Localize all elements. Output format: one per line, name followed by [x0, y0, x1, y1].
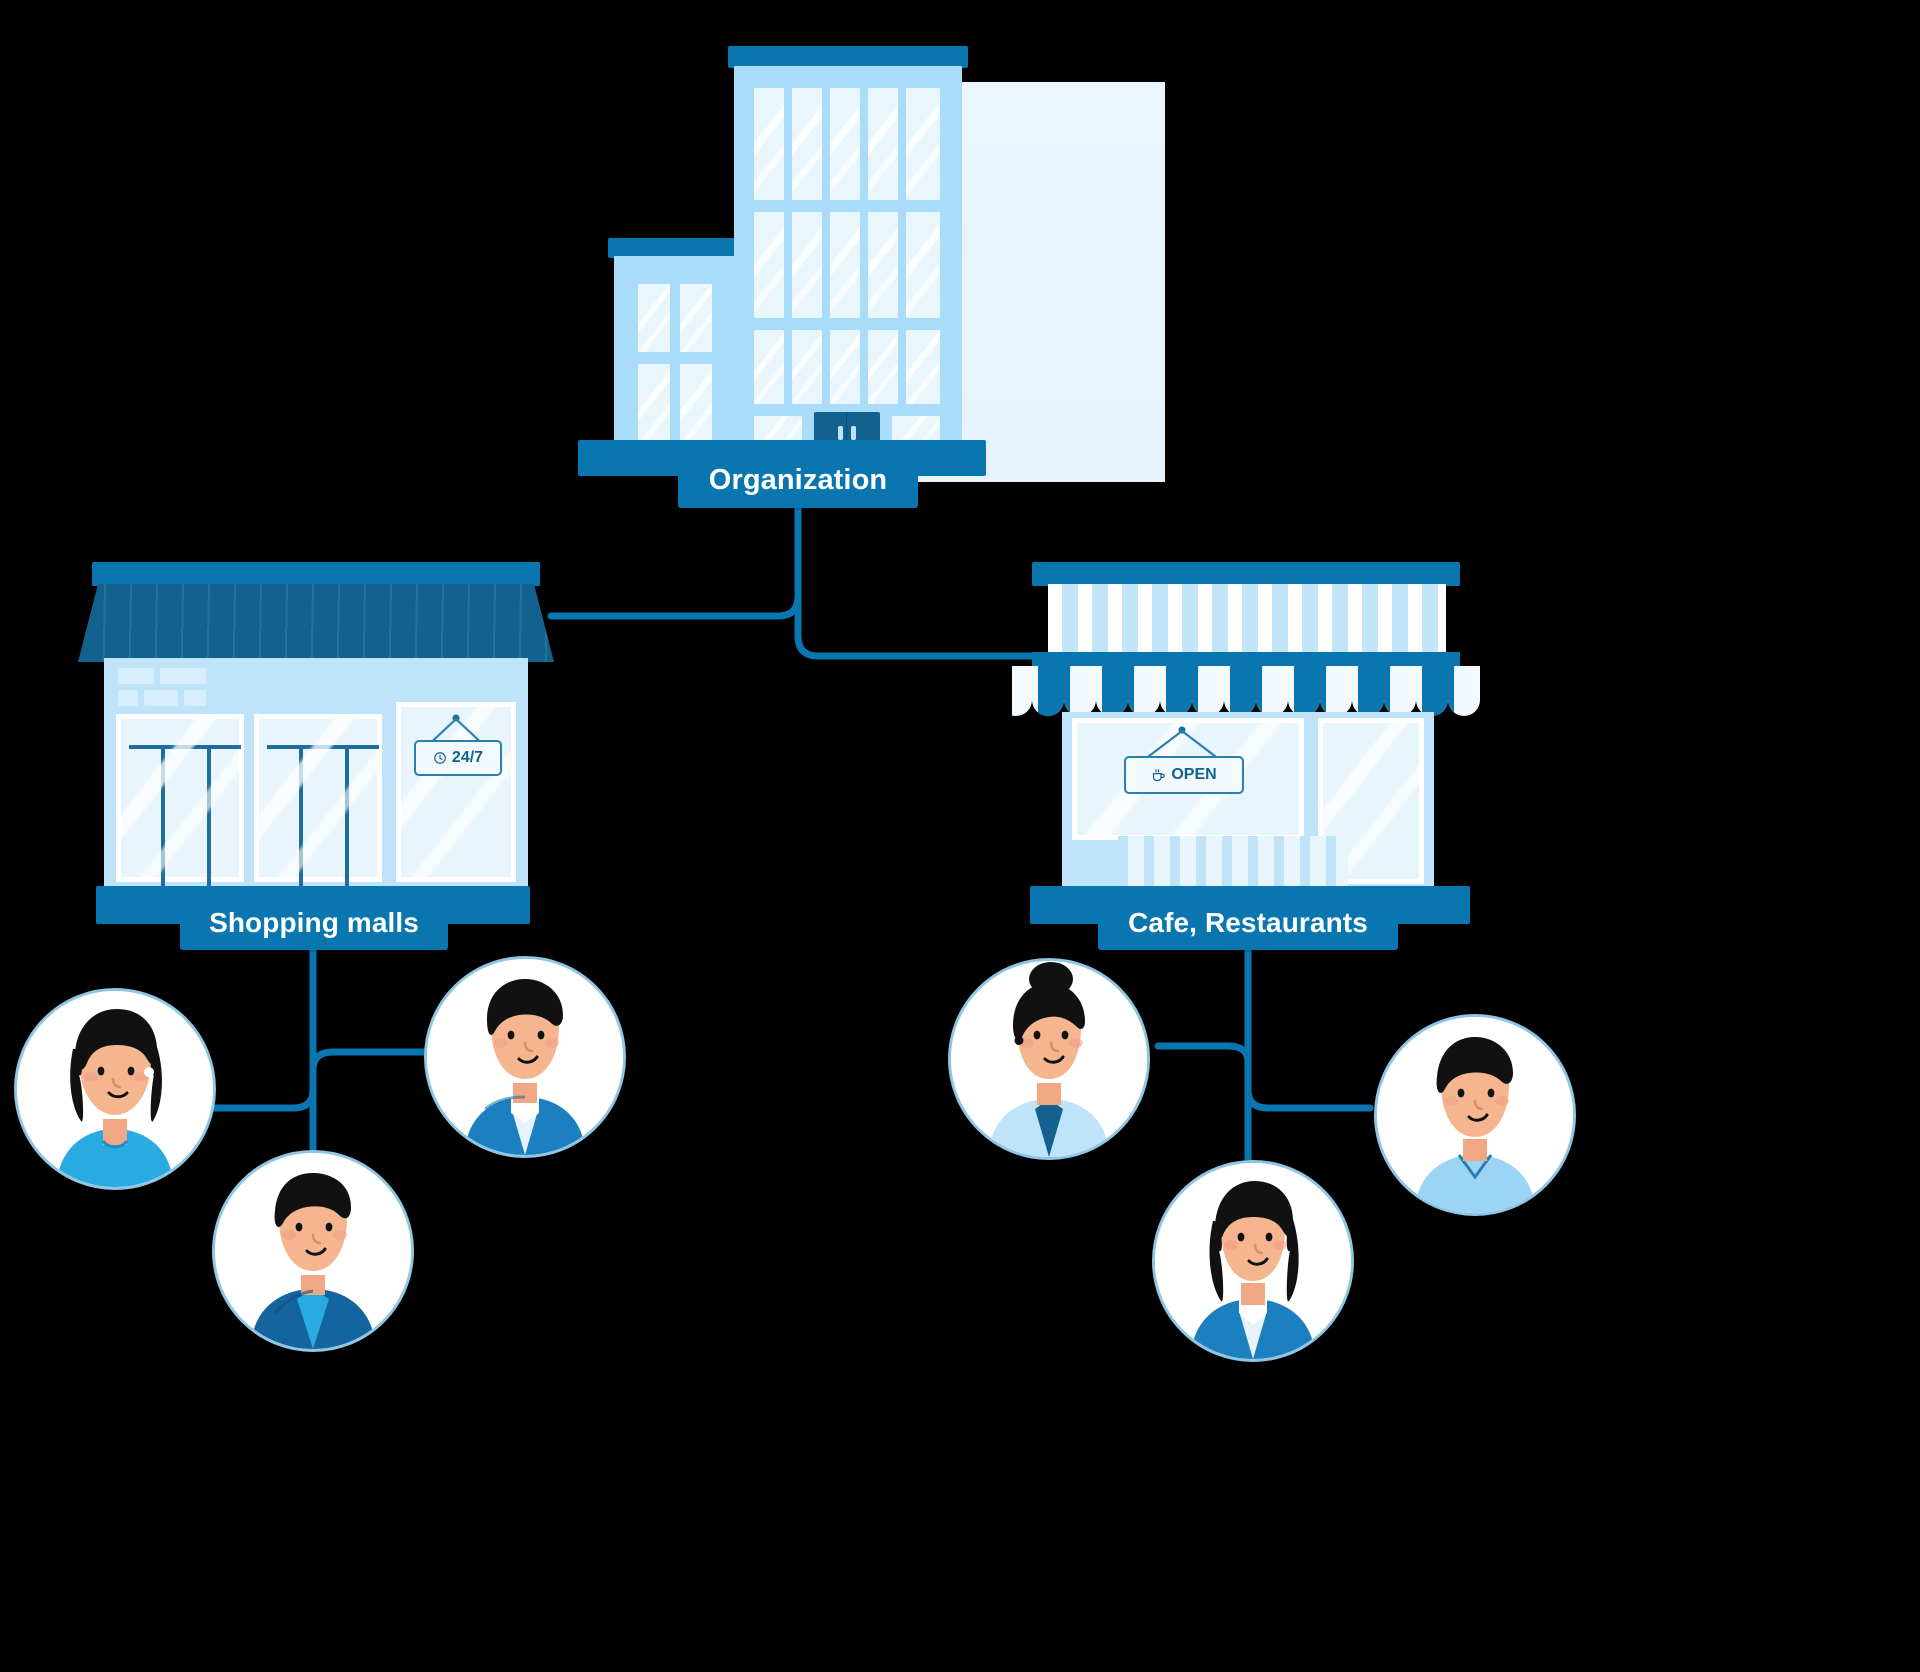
cafe-awning-bar	[1032, 652, 1460, 670]
coffee-cup-icon	[1153, 768, 1166, 781]
cafe-hanging-sign: OPEN	[1124, 726, 1244, 794]
mall-sign-text: 24/7	[451, 749, 484, 766]
mall-slatted-awning	[78, 584, 554, 662]
shopping-mall-building: 24/7	[78, 562, 554, 922]
node-label-shopping-malls[interactable]: Shopping malls	[180, 896, 448, 950]
organization-building	[600, 46, 1165, 482]
node-label-organization[interactable]: Organization	[678, 452, 918, 508]
cafe-striped-band	[1048, 584, 1446, 654]
node-label-cafe-restaurants[interactable]: Cafe, Restaurants	[1098, 896, 1398, 950]
mall-roof-cap	[92, 562, 540, 586]
cafe-sign-text: OPEN	[1171, 766, 1217, 783]
avatar-cafe-person-3[interactable]	[1152, 1160, 1354, 1362]
mall-hanging-sign: 24/7	[414, 714, 502, 776]
avatar-cafe-person-1[interactable]	[948, 958, 1150, 1160]
avatar-mall-person-3[interactable]	[212, 1150, 414, 1352]
avatar-mall-person-1[interactable]	[14, 988, 216, 1190]
cafe-building: OPEN	[1010, 562, 1480, 922]
avatar-cafe-person-2[interactable]	[1374, 1014, 1576, 1216]
avatar-mall-person-2[interactable]	[424, 956, 626, 1158]
cafe-roof-cap	[1032, 562, 1460, 586]
clock-icon	[434, 752, 446, 764]
cafe-scalloped-awning	[1012, 666, 1480, 716]
